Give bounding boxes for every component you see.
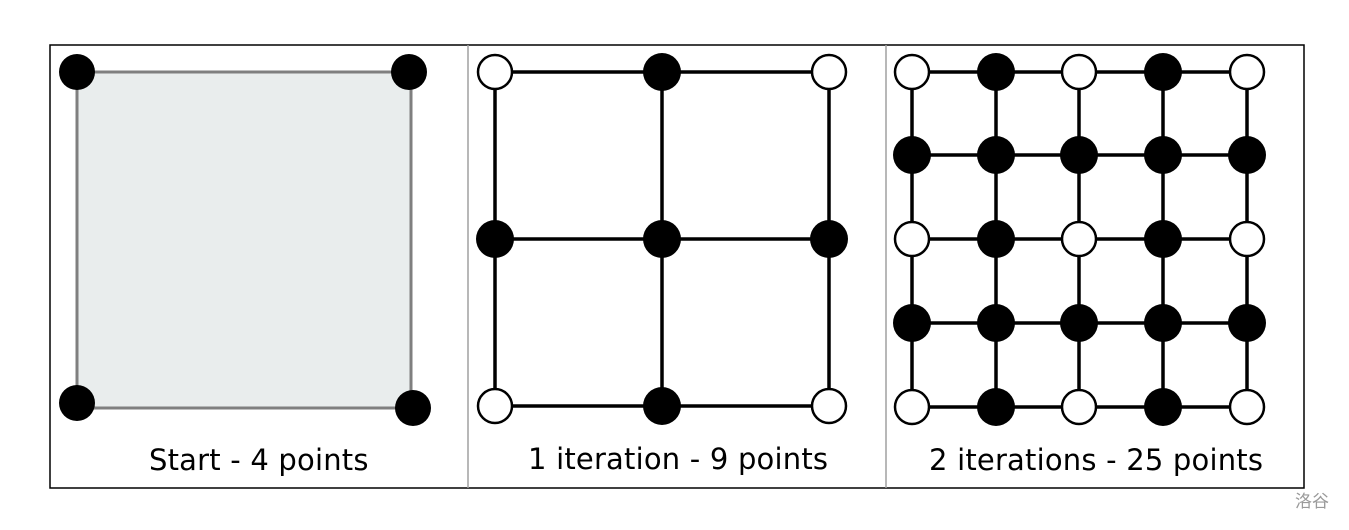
new-point [643,387,681,425]
new-point [977,53,1015,91]
new-point [1144,53,1182,91]
start-point [391,54,427,90]
previous-point [893,220,931,258]
new-point [476,220,514,258]
start-square [75,70,413,410]
new-point [893,304,931,342]
new-point [977,136,1015,174]
previous-point [893,53,931,91]
previous-point [476,53,514,91]
previous-point [1228,388,1266,426]
previous-point [810,387,848,425]
caption-start: Start - 4 points [149,443,369,477]
new-point [643,53,681,91]
caption-iteration-1: 1 iteration - 9 points [528,442,829,476]
previous-point [1228,220,1266,258]
new-point [1144,136,1182,174]
new-point [893,136,931,174]
new-point [1060,136,1098,174]
previous-point [476,387,514,425]
new-point [1144,220,1182,258]
previous-point [1060,53,1098,91]
previous-point [810,53,848,91]
new-point [1144,304,1182,342]
new-point [977,304,1015,342]
start-point [59,385,95,421]
previous-point [1060,388,1098,426]
new-point [977,220,1015,258]
new-point [977,388,1015,426]
panel-iteration-1 [476,53,848,425]
watermark-text: 洛谷 [1295,492,1329,512]
new-point [810,220,848,258]
new-point [1144,388,1182,426]
new-point [643,220,681,258]
new-point [1060,304,1098,342]
previous-point [1228,53,1266,91]
panel-iteration-2 [893,53,1266,426]
panel-start [59,54,431,426]
new-point [1228,304,1266,342]
previous-point [1060,220,1098,258]
new-point [1228,136,1266,174]
caption-iteration-2: 2 iterations - 25 points [929,443,1264,477]
start-point [395,390,431,426]
start-point [59,54,95,90]
previous-point [893,388,931,426]
panel-frame [49,44,1305,489]
